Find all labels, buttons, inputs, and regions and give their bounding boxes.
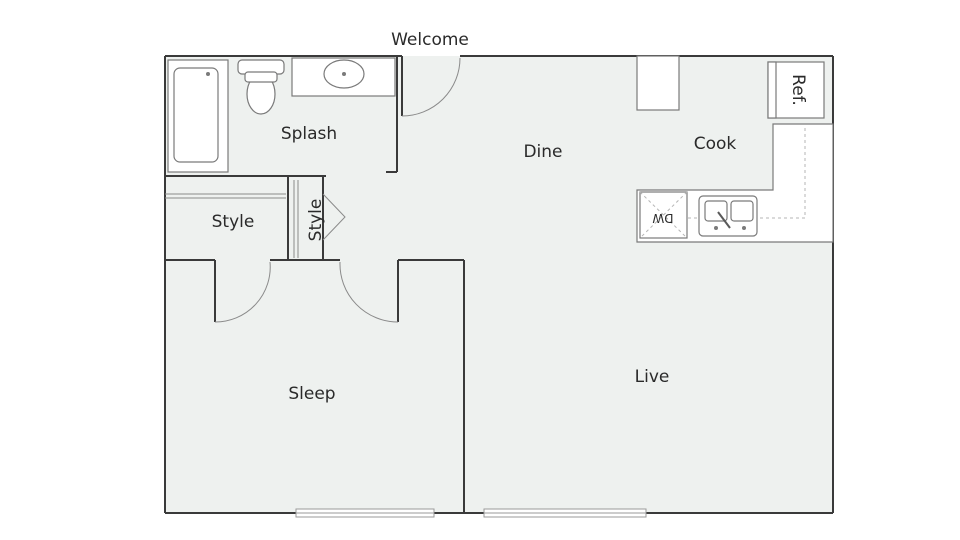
refrigerator [767,61,825,119]
entry-label: Welcome [391,30,469,50]
room-label-kitchen: Cook [694,134,737,154]
refrigerator-label: Ref. [788,74,808,106]
toilet-icon [237,59,285,115]
kitchen-sink-icon [698,195,758,237]
door-swings [214,57,461,323]
windows [295,508,647,518]
closet-arrow-icon [322,193,346,241]
room-label-dining: Dine [523,142,562,162]
room-label-bath: Splash [281,124,337,144]
room-label-closet-left: Style [212,212,255,232]
room-label-bedroom: Sleep [288,384,335,404]
bathtub-icon [167,59,229,173]
kitchen-pantry [636,55,680,111]
room-label-living: Live [635,367,670,387]
dishwasher-label: DW [652,211,673,225]
interior-walls [165,56,465,513]
dishwasher [639,191,688,239]
room-label-closet-hall: Style [306,199,326,242]
floor-area [165,56,833,513]
bath-sink-icon [291,57,396,97]
